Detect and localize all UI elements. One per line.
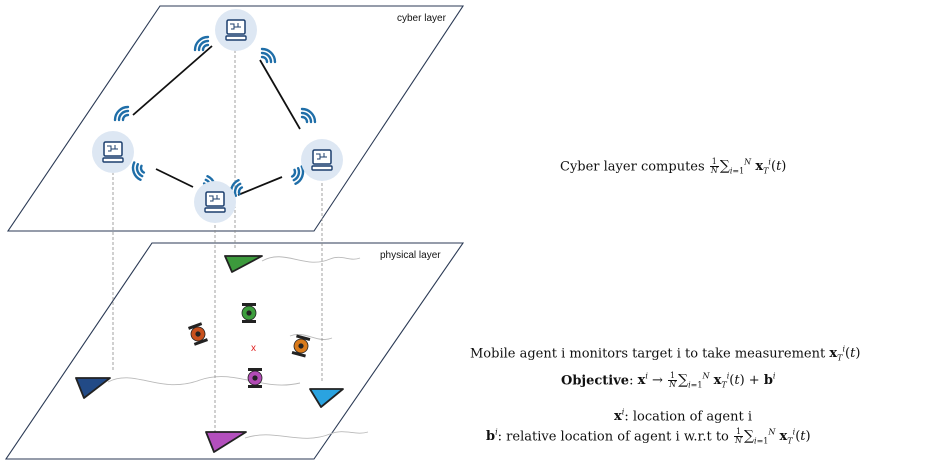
location-annotation: xi: location of agent i <box>614 408 752 424</box>
agent-robot-green[interactable] <box>241 303 257 323</box>
computer-node-icon <box>311 149 333 171</box>
relative-text: : relative location of agent i w.r.t to <box>497 429 729 445</box>
computer-node-top[interactable] <box>215 9 257 51</box>
cyber-annotation-text: Cyber layer computes <box>560 159 705 175</box>
trajectory-lines <box>107 256 369 439</box>
objective-label: Objective <box>561 373 630 389</box>
cyber-layer-plane <box>6 5 465 232</box>
physical-layer-plane <box>4 242 465 460</box>
mobile-agent-annotation: Mobile agent i monitors target i to take… <box>470 345 860 363</box>
target-triangle-violet[interactable] <box>205 431 247 453</box>
location-symbol: xi <box>614 408 625 425</box>
relative-symbol: bi <box>486 428 498 445</box>
wifi-signal-icon <box>260 47 277 64</box>
target-triangle-green[interactable] <box>224 255 263 273</box>
computer-node-right[interactable] <box>301 139 343 181</box>
projection-lines <box>112 50 323 432</box>
measurement-formula: xTi(t) <box>829 345 861 363</box>
wifi-signal-icon <box>300 107 317 124</box>
wifi-signal-icon <box>193 35 210 52</box>
mobile-agent-text: Mobile agent i monitors target i to take… <box>470 346 826 362</box>
agent-robot-purple[interactable] <box>247 368 263 388</box>
computer-node-icon <box>102 141 124 163</box>
wifi-signal-icon <box>113 105 130 122</box>
cyber-layer-label: cyber layer <box>397 13 447 24</box>
agent-robot-rust[interactable] <box>188 322 208 346</box>
wifi-signal-icon <box>131 161 146 181</box>
agent-robot-orange[interactable] <box>291 334 311 358</box>
location-text: : location of agent i <box>624 409 752 425</box>
relative-annotation: bi: relative location of agent i w.r.t t… <box>486 428 811 446</box>
target-triangle-navy[interactable] <box>75 377 111 399</box>
centroid-marker: x <box>251 343 256 354</box>
target-triangle-sky[interactable] <box>309 388 344 408</box>
network-links <box>132 45 301 196</box>
computer-node-left[interactable] <box>92 131 134 173</box>
wifi-signal-icon <box>290 165 305 185</box>
physical-layer-label: physical layer <box>380 250 441 261</box>
computer-node-icon <box>225 19 247 41</box>
computer-node-icon <box>204 191 226 213</box>
computer-node-bottom[interactable] <box>194 181 236 223</box>
